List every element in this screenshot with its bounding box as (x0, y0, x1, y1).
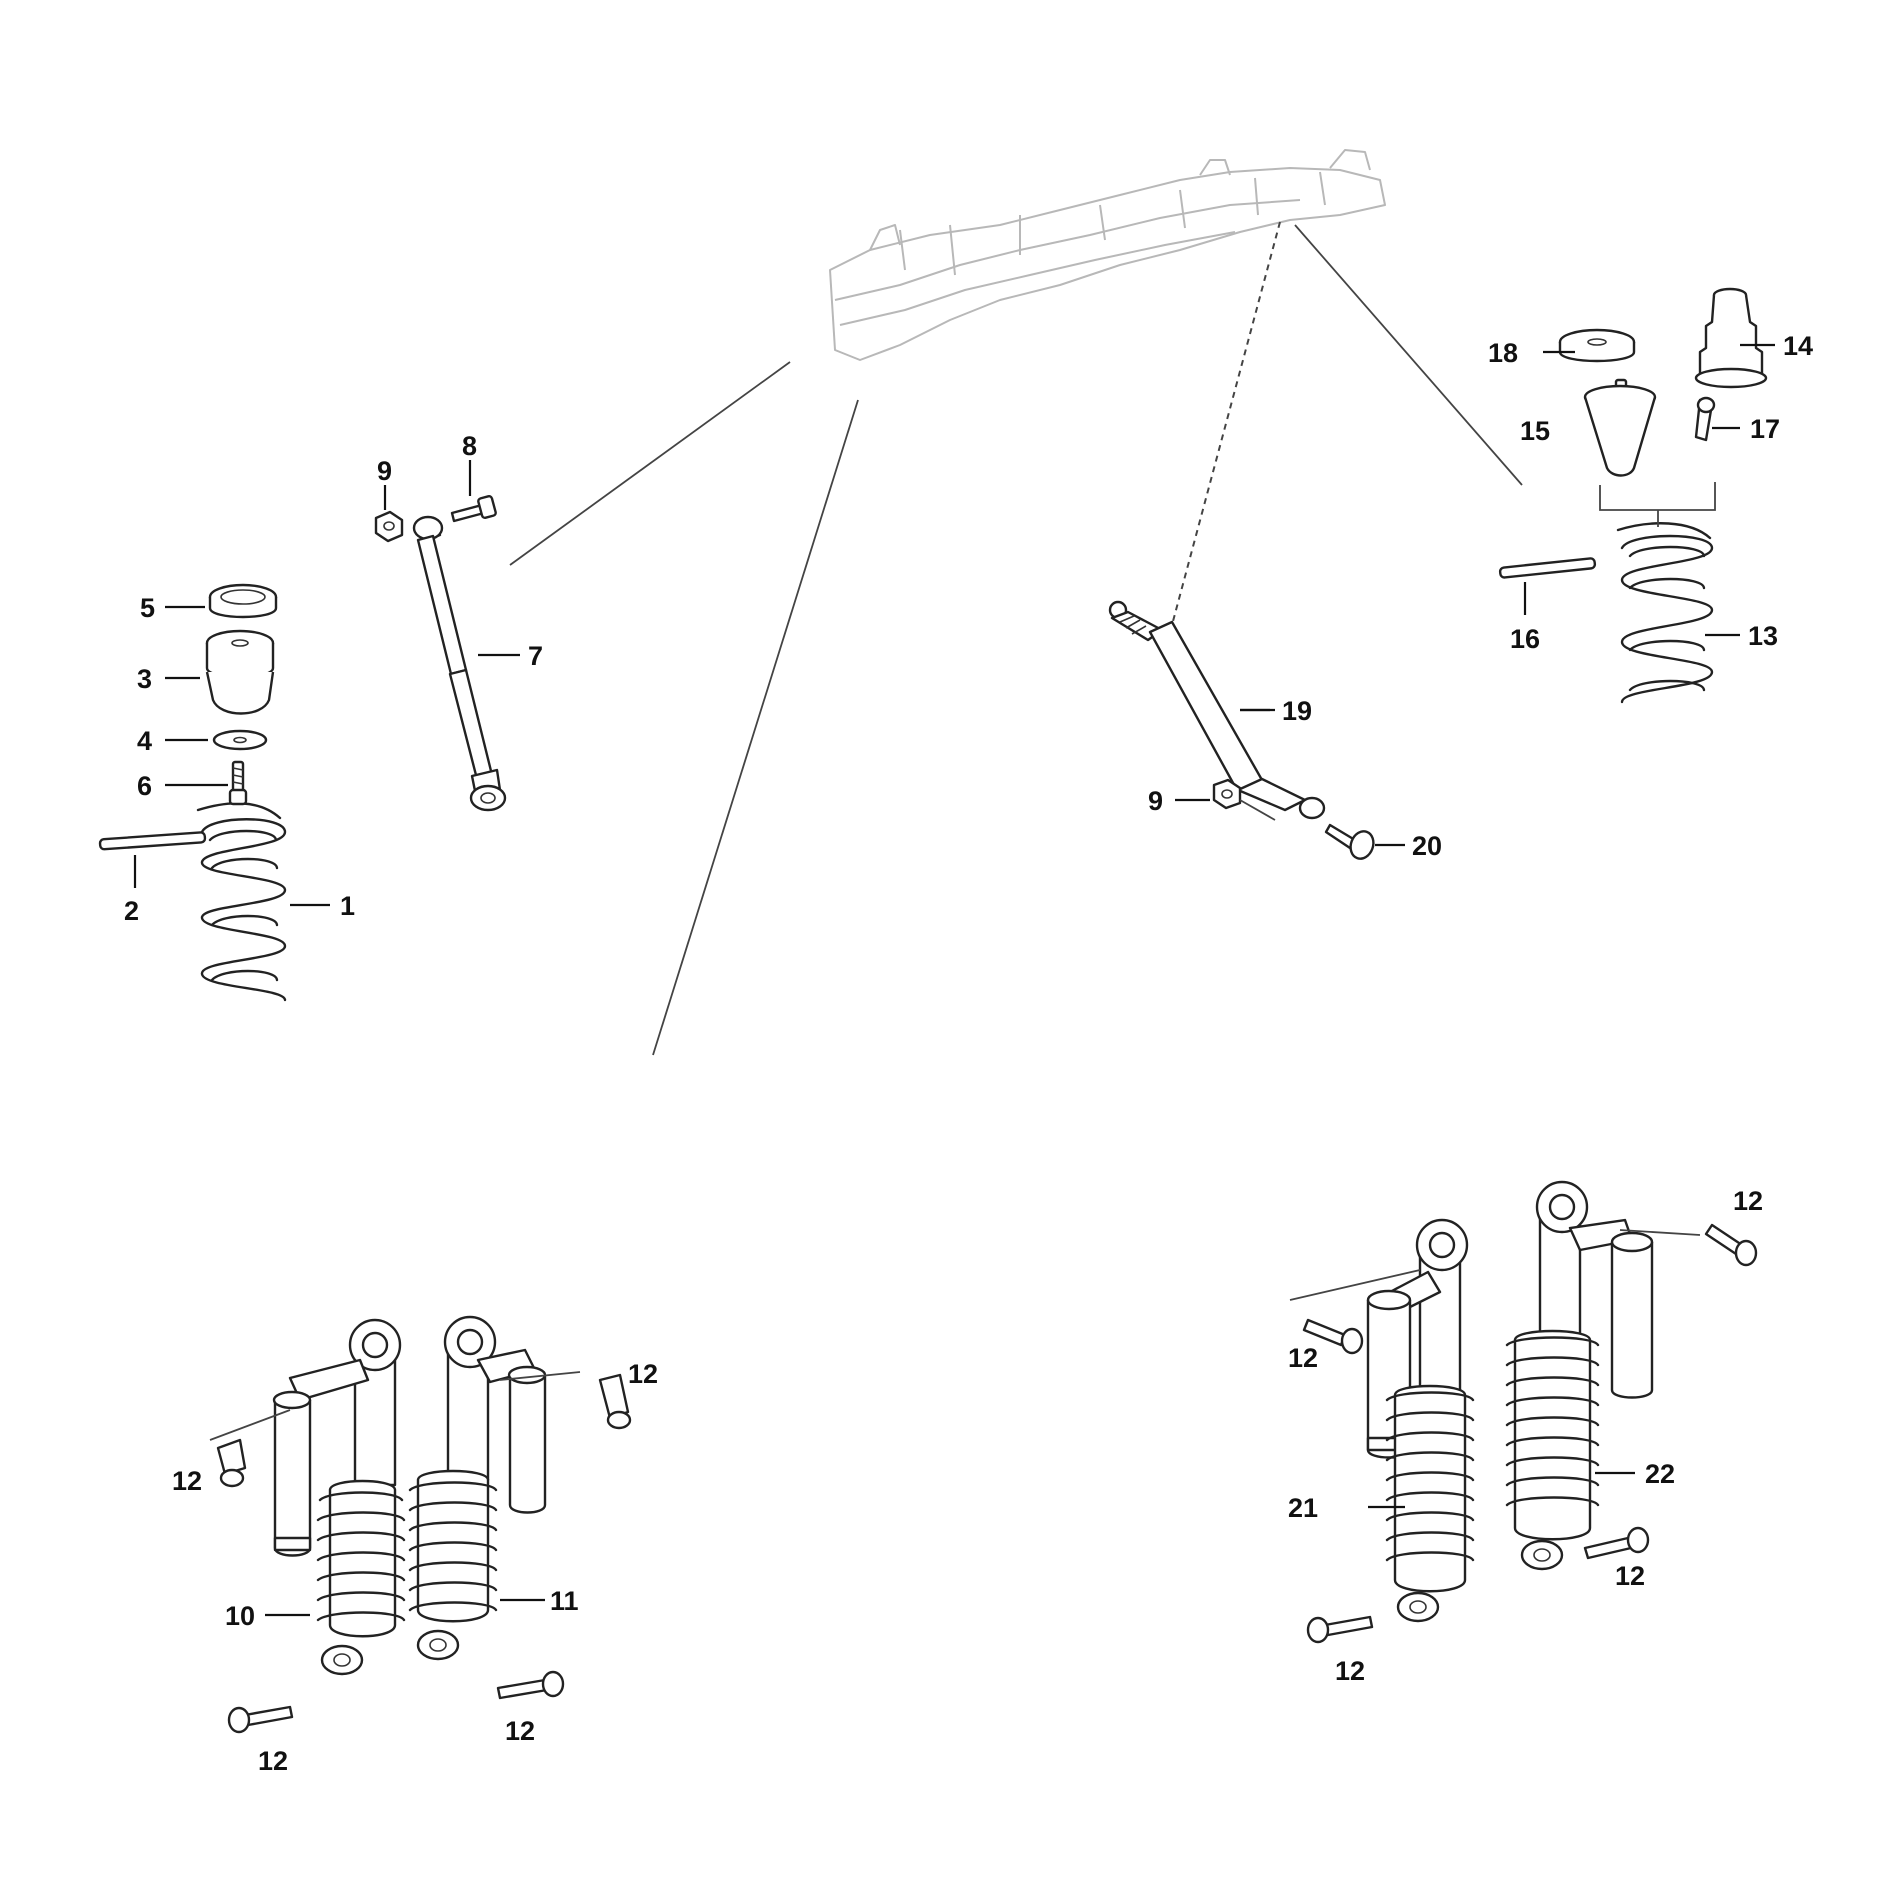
coilover-22 (1505, 1180, 1654, 1571)
label-6: 6 (137, 771, 152, 801)
label-layer: 1 2 3 4 5 6 7 8 9 9 10 11 12 12 12 12 12… (124, 331, 1813, 1776)
label-12-b: 12 (628, 1359, 658, 1389)
bolt-20 (1324, 823, 1375, 860)
bump-stop-3 (205, 629, 275, 715)
label-9-rear: 9 (1148, 786, 1163, 816)
shock-absorber-19 (1108, 600, 1326, 820)
label-1: 1 (340, 891, 355, 921)
bolt-12-g (1306, 1615, 1374, 1644)
label-17: 17 (1750, 414, 1780, 444)
nut-9-front (374, 510, 404, 543)
callouts (133, 343, 1775, 1617)
label-12-c: 12 (258, 1746, 288, 1776)
bolt-12-e (1302, 1318, 1364, 1355)
bump-stop-15 (1583, 378, 1657, 477)
label-18: 18 (1488, 338, 1518, 368)
label-14: 14 (1783, 331, 1813, 361)
bolt-12-b (598, 1373, 632, 1430)
washer-4 (212, 729, 268, 751)
label-12-e: 12 (1288, 1343, 1318, 1373)
bolt-12-d (496, 1670, 565, 1700)
rear-coil-spring-13 (1616, 522, 1714, 704)
bolt-8 (450, 495, 497, 523)
vehicle-frame (829, 149, 1386, 361)
label-10: 10 (225, 1601, 255, 1631)
label-20: 20 (1412, 831, 1442, 861)
label-19: 19 (1282, 696, 1312, 726)
label-12-d: 12 (505, 1716, 535, 1746)
label-11: 11 (550, 1586, 579, 1616)
bolt-12-h (1583, 1526, 1650, 1560)
label-12-f: 12 (1733, 1186, 1763, 1216)
coilover-10 (272, 1318, 406, 1676)
coilover-11 (408, 1315, 547, 1661)
label-5: 5 (140, 593, 155, 623)
assembly-leader-lines (509, 221, 1523, 1056)
nut-9-rear (1212, 778, 1242, 810)
label-4: 4 (137, 726, 152, 756)
bump-stop-14 (1694, 287, 1768, 389)
bolt-6 (228, 760, 248, 806)
bolt-12-a (216, 1438, 247, 1488)
bolt-12-c (227, 1705, 294, 1734)
label-15: 15 (1520, 416, 1550, 446)
spring-pin-16 (1498, 557, 1597, 579)
cap-5 (208, 583, 278, 619)
label-21: 21 (1288, 1493, 1318, 1523)
bolt-17 (1694, 396, 1716, 442)
label-9-front: 9 (377, 456, 392, 486)
label-12-h: 12 (1615, 1561, 1645, 1591)
coilover-21 (1366, 1218, 1475, 1623)
washer-18 (1558, 328, 1636, 363)
label-16: 16 (1510, 624, 1540, 654)
shock-absorber-7 (412, 515, 507, 812)
label-13: 13 (1748, 621, 1778, 651)
bolt-12-f (1704, 1223, 1758, 1267)
label-3: 3 (137, 664, 152, 694)
label-12-g: 12 (1335, 1656, 1365, 1686)
spring-pin-2 (98, 831, 207, 851)
label-2: 2 (124, 896, 139, 926)
front-coil-spring-1 (196, 802, 287, 1002)
label-22: 22 (1645, 1459, 1675, 1489)
label-8: 8 (462, 431, 477, 461)
label-7: 7 (528, 641, 543, 671)
label-12-a: 12 (172, 1466, 202, 1496)
